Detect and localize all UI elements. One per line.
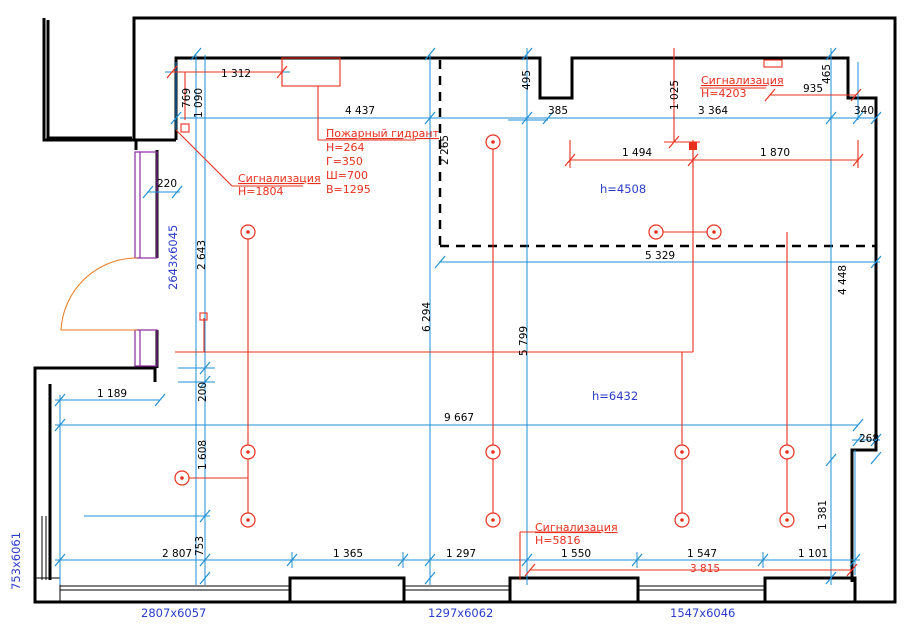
socket-box bbox=[199, 312, 208, 321]
red-lines bbox=[166, 48, 864, 580]
opening-window-2: 1297x6062 bbox=[428, 606, 493, 620]
hydrant-h: H=264 bbox=[326, 141, 364, 154]
door-frame-upper bbox=[134, 151, 158, 259]
height-upper-zone: h=4508 bbox=[600, 182, 646, 196]
alarm-top-label: Сигнализация bbox=[701, 74, 784, 87]
dim-340: 340 bbox=[854, 105, 874, 117]
alarm-left-height: H=1804 bbox=[238, 185, 283, 198]
dim-465: 465 bbox=[821, 64, 833, 84]
dim-2265: 2 265 bbox=[439, 135, 451, 165]
notch-wall bbox=[46, 20, 132, 140]
alarm-top-height: H=4203 bbox=[701, 87, 746, 100]
alarm-bottom-label: Сигнализация bbox=[535, 521, 618, 534]
light-fixture-center bbox=[491, 518, 495, 522]
hydrant-b: В=1295 bbox=[326, 183, 371, 196]
dim-1365: 1 365 bbox=[333, 548, 363, 560]
dim-220: 220 bbox=[157, 178, 177, 190]
pier-3 bbox=[508, 576, 640, 604]
dim-935: 935 bbox=[803, 83, 823, 95]
hydrant-g: Г=350 bbox=[326, 155, 363, 168]
hydrant-box bbox=[281, 57, 341, 87]
opening-window-3: 1547x6046 bbox=[670, 606, 735, 620]
dim-4448: 4 448 bbox=[837, 265, 849, 295]
dim-5799: 5 799 bbox=[518, 326, 530, 356]
dim-1189: 1 189 bbox=[97, 388, 127, 400]
light-fixture-center bbox=[712, 230, 716, 234]
light-fixture-center bbox=[246, 230, 250, 234]
inner-wall-top-right bbox=[174, 56, 878, 582]
dim-200: 200 bbox=[197, 382, 209, 402]
opening-door-left: 2643x6045 bbox=[166, 225, 180, 290]
dim-1025: 1 025 bbox=[669, 80, 681, 110]
hydrant-title: Пожарный гидрант bbox=[326, 127, 440, 140]
door-swing-arc bbox=[60, 257, 138, 331]
pier-2 bbox=[288, 576, 406, 604]
alarm-top-box bbox=[763, 59, 783, 68]
dim-2807: 2 807 bbox=[162, 548, 192, 560]
dim-268: 268 bbox=[859, 433, 879, 445]
light-fixture-center bbox=[785, 450, 789, 454]
light-fixture-center bbox=[246, 450, 250, 454]
dim-4437: 4 437 bbox=[345, 105, 375, 117]
dim-1297: 1 297 bbox=[446, 548, 476, 560]
wall-stub-left bbox=[134, 138, 176, 150]
door bbox=[60, 151, 158, 367]
light-fixture-center bbox=[180, 476, 184, 480]
pier-1 bbox=[35, 577, 61, 603]
light-fixture-center bbox=[680, 518, 684, 522]
pier-4 bbox=[763, 576, 857, 604]
dim-1494: 1 494 bbox=[622, 147, 652, 159]
dim-1312: 1 312 bbox=[221, 68, 251, 80]
light-fixture-center bbox=[491, 140, 495, 144]
dim-1608: 1 608 bbox=[197, 440, 209, 470]
light-fixture-center bbox=[785, 518, 789, 522]
opening-window-1: 2807x6057 bbox=[141, 606, 206, 620]
hydrant-w: Ш=700 bbox=[326, 169, 368, 182]
dimension-lines bbox=[54, 47, 882, 585]
text-labels: 1 312 769 1 090 4 437 495 385 1 025 3 36… bbox=[9, 64, 879, 620]
dim-3364: 3 364 bbox=[698, 105, 728, 117]
light-fixture-center bbox=[246, 518, 250, 522]
light-fixtures bbox=[174, 134, 795, 528]
alarm-left-label: Сигнализация bbox=[238, 172, 321, 185]
dim-1090: 1 090 bbox=[193, 88, 205, 118]
opening-window-left: 753x6061 bbox=[9, 532, 23, 590]
alarm-bottom-height: H=5816 bbox=[535, 534, 580, 547]
dim-9667: 9 667 bbox=[444, 412, 474, 424]
alarm-left-box bbox=[180, 123, 190, 133]
dim-1550: 1 550 bbox=[561, 548, 591, 560]
light-fixture-center bbox=[654, 230, 658, 234]
light-fixture-center bbox=[680, 450, 684, 454]
door-frame-lower bbox=[134, 329, 158, 367]
height-lower-zone: h=6432 bbox=[592, 389, 638, 403]
dim-1870: 1 870 bbox=[760, 147, 790, 159]
dim-1381: 1 381 bbox=[817, 500, 829, 530]
dim-6294: 6 294 bbox=[421, 302, 433, 332]
dim-495: 495 bbox=[521, 70, 533, 90]
dim-769: 769 bbox=[181, 88, 193, 108]
dim-5329: 5 329 bbox=[645, 250, 675, 262]
outer-wall bbox=[33, 16, 897, 604]
walls bbox=[33, 16, 897, 604]
dim-3815: 3 815 bbox=[690, 563, 720, 575]
light-fixture-center bbox=[491, 450, 495, 454]
dim-385: 385 bbox=[548, 105, 568, 117]
dim-1101: 1 101 bbox=[798, 548, 828, 560]
dim-753: 753 bbox=[194, 536, 206, 556]
dim-2643: 2 643 bbox=[196, 240, 208, 270]
alarm-square bbox=[689, 142, 697, 150]
dim-1547: 1 547 bbox=[687, 548, 717, 560]
